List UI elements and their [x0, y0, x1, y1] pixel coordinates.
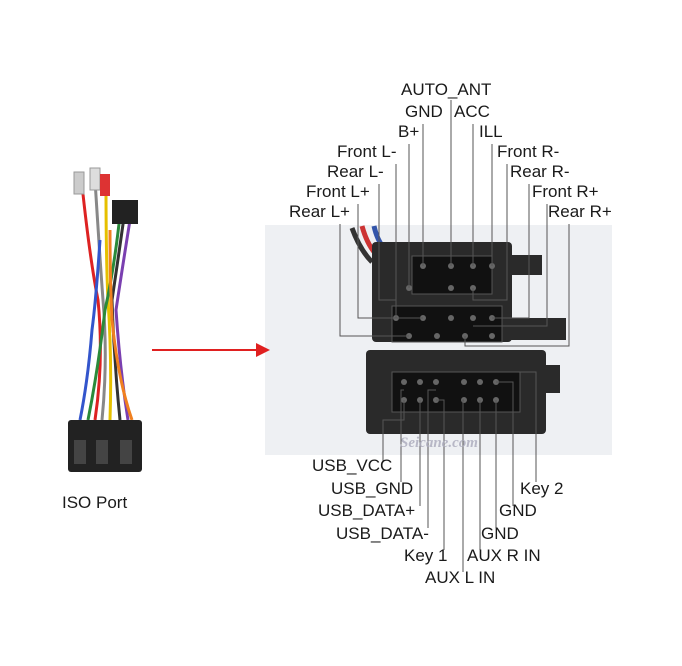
iso-harness-cable: [78, 179, 134, 421]
pin-label-ill: ILL: [479, 122, 503, 141]
pin-label-front-r-plus: Front R+: [532, 182, 599, 201]
pin-label-acc: ACC: [454, 102, 490, 121]
bottom-leader-lines: [382, 371, 537, 572]
iso-plug: [68, 420, 142, 472]
pin-label-gnd: GND: [405, 102, 443, 121]
pin-label-rear-l-plus: Rear L+: [289, 202, 350, 221]
pin-label-key2: Key 2: [520, 479, 564, 498]
upper-connector: [372, 242, 566, 343]
rca-plugs: [73, 167, 138, 224]
pin-label-rear-r-plus: Rear R+: [548, 202, 612, 221]
watermark: Seicane.com: [400, 435, 478, 451]
iso-port-label: ISO Port: [62, 493, 128, 512]
pin-label-rear-r-minus: Rear R-: [510, 162, 570, 181]
pin-label-b-plus: B+: [398, 122, 420, 141]
pin-label-auto-ant: AUTO_ANT: [401, 80, 492, 99]
lower-connector: [366, 350, 560, 434]
pin-label-front-l-minus: Front L-: [337, 142, 397, 161]
pin-label-usb-gnd: USB_GND: [331, 479, 414, 498]
pin-label-gnd-upper: GND: [499, 501, 537, 520]
pin-label-gnd-lower: GND: [481, 524, 519, 543]
red-arrow: [152, 343, 270, 357]
pin-label-key1: Key 1: [404, 546, 448, 565]
pin-label-usb-vcc: USB_VCC: [312, 456, 393, 475]
pin-label-usb-data-plus: USB_DATA+: [318, 501, 416, 520]
pin-label-aux-l-in: AUX L IN: [425, 568, 496, 587]
pin-label-rear-l-minus: Rear L-: [327, 162, 384, 181]
pin-label-front-r-minus: Front R-: [497, 142, 560, 161]
top-leader-lines: [339, 100, 570, 347]
pin-label-aux-r-in: AUX R IN: [467, 546, 541, 565]
pin-label-front-l-plus: Front L+: [306, 182, 370, 201]
pin-label-usb-data-minus: USB_DATA-: [336, 524, 429, 543]
